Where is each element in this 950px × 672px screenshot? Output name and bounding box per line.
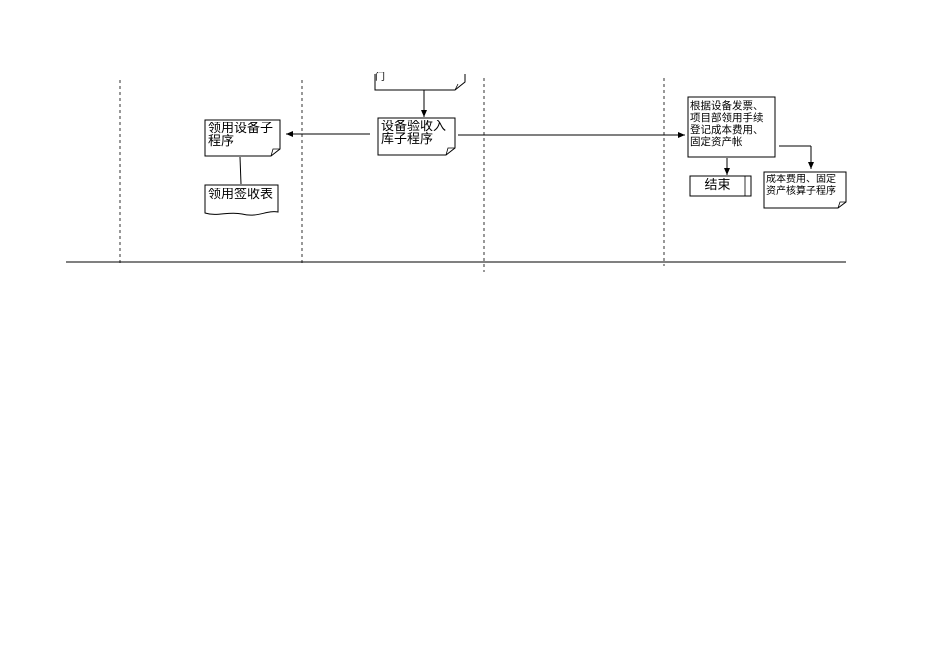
cost-asset-accounting-shape xyxy=(763,171,847,209)
cost-asset-accounting-label: 成本费用、固定 资产核算子程序 xyxy=(766,174,836,197)
equipment-inspection-shape xyxy=(377,117,456,156)
equipment-inspection-fold xyxy=(445,147,455,156)
top-partial-box-text: 门 xyxy=(375,72,385,83)
connector-requisition-to-receipt xyxy=(239,156,242,185)
top-partial-document-shape xyxy=(374,74,466,91)
receipt-form-shape xyxy=(204,184,279,216)
register-accounts-shape xyxy=(687,96,776,158)
cost-asset-accounting-fold xyxy=(837,201,846,209)
requisition-receipt-form-label: 领用签收表 xyxy=(208,188,274,201)
end-terminal-label: 结束 xyxy=(704,178,731,193)
end-terminal-shape xyxy=(689,175,752,197)
register-accounts-label: 根据设备发票、 项目部领用手续 登记成本费用、 固定资产帐 xyxy=(690,100,764,148)
equipment-requisition-fold xyxy=(270,148,280,157)
equipment-inspection-label: 设备验收入 库子程序 xyxy=(381,120,447,146)
top-partial-document-fold xyxy=(454,83,459,91)
equipment-requisition-label: 领用设备子 程序 xyxy=(208,122,274,148)
equipment-requisition-shape xyxy=(204,119,281,157)
